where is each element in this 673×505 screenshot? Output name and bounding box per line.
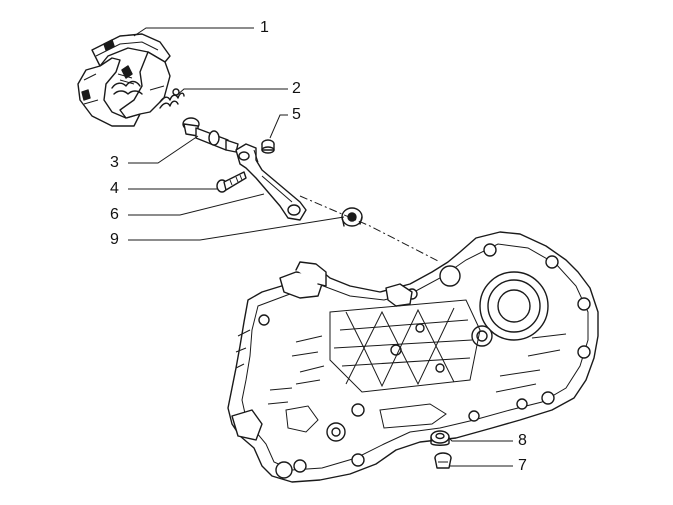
callout-5: 5 (292, 106, 301, 123)
part-6-brake-lever (235, 143, 307, 221)
part-3-cam-shaft (182, 117, 239, 153)
leader-6 (128, 193, 265, 216)
leader-5 (269, 114, 288, 139)
part-1-brake-shoes (77, 33, 171, 127)
crankcase (227, 231, 599, 483)
callout-3: 3 (110, 154, 119, 171)
callout-2: 2 (292, 80, 301, 97)
leader-lines (128, 27, 513, 467)
callout-6: 6 (110, 206, 119, 223)
assembly-guide-line (299, 195, 441, 263)
part-7-drain-plug (434, 452, 452, 469)
leader-8 (448, 437, 513, 442)
callout-7: 7 (518, 457, 527, 474)
part-5-pin (261, 139, 275, 154)
part-4-bolt (216, 171, 247, 193)
callout-1: 1 (260, 19, 269, 36)
leader-1 (133, 27, 254, 37)
leader-2 (175, 88, 288, 97)
part-2-spring (159, 88, 185, 109)
callout-9: 9 (110, 231, 119, 248)
leader-9 (128, 216, 345, 241)
callout-8: 8 (518, 432, 527, 449)
callout-4: 4 (110, 180, 119, 197)
leader-3 (128, 135, 199, 164)
part-9-bushing (341, 207, 363, 227)
part-8-seal (430, 430, 450, 446)
